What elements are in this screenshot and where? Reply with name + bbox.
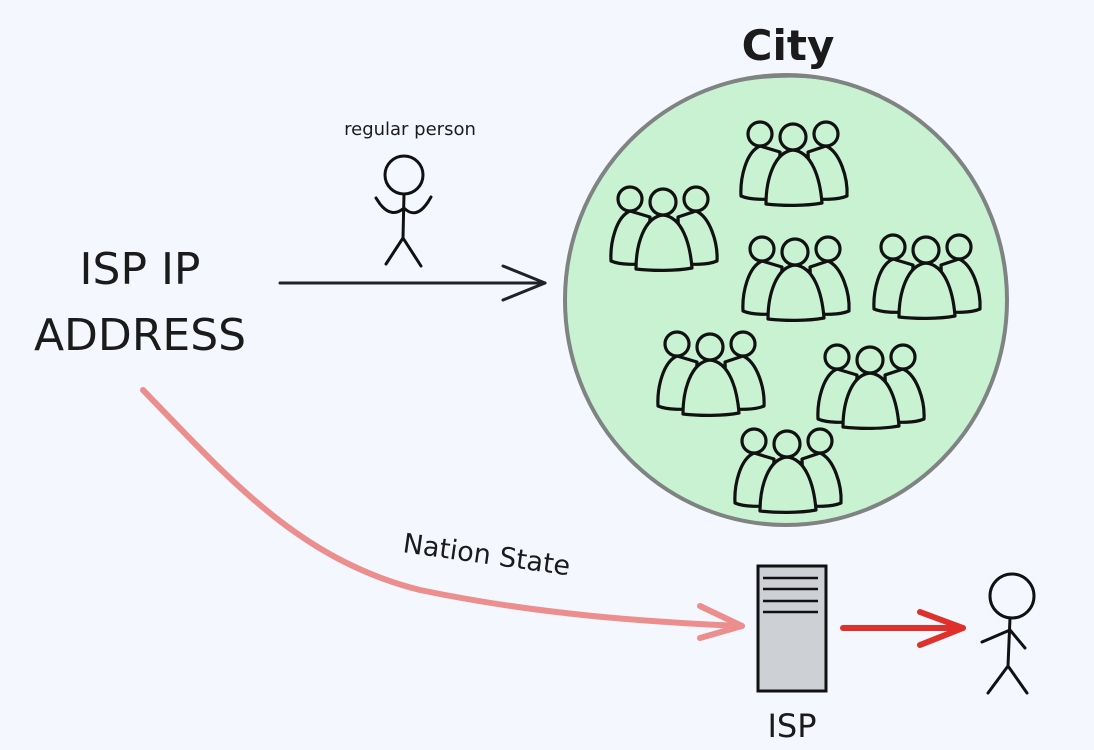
group-of-people-icon (872, 233, 982, 320)
nation-state-label: Nation State (401, 528, 572, 582)
group-of-people-icon (741, 235, 851, 322)
isp-to-person-arrow (840, 609, 966, 648)
group-of-people-icon (733, 427, 843, 514)
isp-label: ISP (767, 707, 816, 745)
city-label: City (742, 21, 835, 70)
arrow-to-city (278, 264, 547, 302)
group-of-people-icon (656, 330, 766, 417)
stick-figure-icon (374, 154, 433, 268)
regular-person-label: regular person (344, 119, 476, 140)
isp-ip-label-line2: ADDRESS (34, 310, 246, 361)
isp-ip-label-line1: ISP IP (80, 244, 201, 295)
target-person-stick-figure-icon (980, 572, 1036, 695)
group-of-people-icon (816, 343, 926, 430)
group-of-people-icon (739, 120, 849, 207)
city-circle-sketch-stroke (699, 75, 881, 96)
group-of-people-icon (609, 185, 719, 272)
nation-state-arrow (140, 387, 745, 641)
server-icon (756, 564, 828, 693)
